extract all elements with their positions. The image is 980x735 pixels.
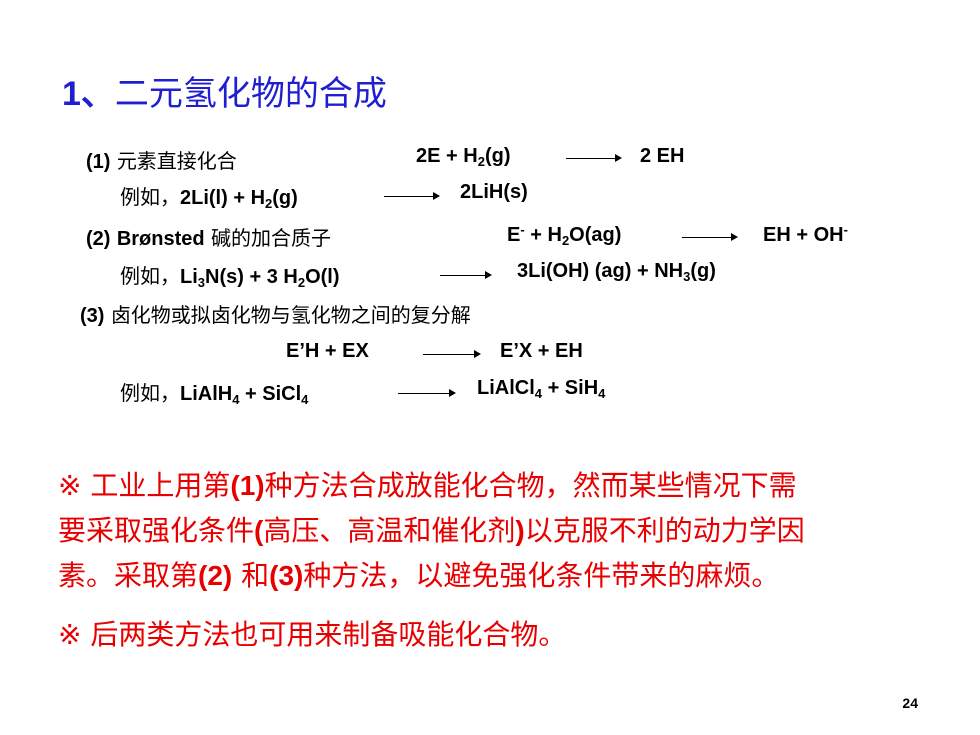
method-3-example: 例如，LiAlH4 + SiCl4 bbox=[120, 381, 309, 407]
method-2-example-right: 3Li(OH) (ag) + NH3(g) bbox=[517, 260, 716, 284]
note-1-line-1: ※ 工业上用第(1)种方法合成放能化合物，然而某些情况下需 bbox=[58, 469, 797, 502]
note-1-line-3: 素。采取第(2) 和(3)种方法，以避免强化条件带来的麻烦。 bbox=[58, 559, 780, 592]
reaction-arrow bbox=[423, 350, 481, 358]
reaction-arrow bbox=[682, 233, 738, 241]
method-1-example: 例如，2Li(l) + H2(g) bbox=[120, 185, 298, 211]
method-3-label: (3) 卤化物或拟卤化物与氢化物之间的复分解 bbox=[80, 303, 471, 327]
reaction-arrow bbox=[398, 389, 456, 397]
method-2-label: (2) Brønsted 碱的加合质子 bbox=[86, 226, 331, 250]
reaction-arrow bbox=[566, 154, 622, 162]
title-number: 1、 bbox=[62, 75, 115, 113]
method-1-label: (1) 元素直接化合 bbox=[86, 149, 237, 173]
method-2-equation-right: EH + OH- bbox=[763, 222, 848, 246]
title-text: 二元氢化物的合成 bbox=[114, 74, 387, 114]
note-2: ※ 后两类方法也可用来制备吸能化合物。 bbox=[58, 618, 567, 651]
method-1-equation-left: 2E + H2(g) bbox=[416, 145, 511, 169]
reaction-arrow bbox=[440, 271, 492, 279]
page-title: 1、二元氢化物的合成 bbox=[62, 66, 387, 115]
method-1-example-right: 2LiH(s) bbox=[460, 181, 528, 203]
method-3-equation-left: E’H + EX bbox=[286, 340, 369, 362]
note-1-line-2: 要采取强化条件(高压、高温和催化剂)以克服不利的动力学因 bbox=[58, 514, 805, 547]
method-3-equation-right: E’X + EH bbox=[500, 340, 583, 362]
method-1-equation-right: 2 EH bbox=[640, 145, 685, 167]
reaction-arrow bbox=[384, 192, 440, 200]
method-3-example-right: LiAlCl4 + SiH4 bbox=[477, 377, 606, 401]
method-2-equation-left: E- + H2O(ag) bbox=[507, 222, 622, 248]
method-2-example: 例如，Li3N(s) + 3 H2O(l) bbox=[120, 264, 340, 290]
page-number: 24 bbox=[902, 695, 918, 711]
